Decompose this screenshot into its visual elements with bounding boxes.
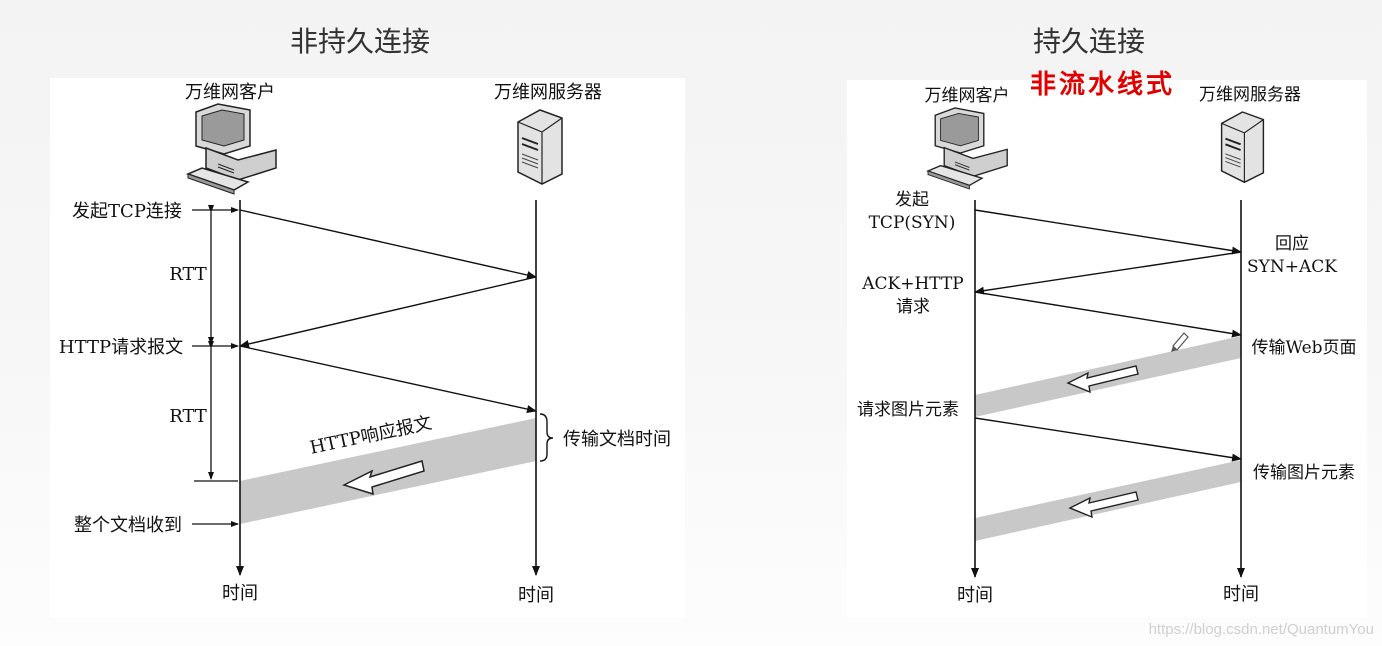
http-request-label: HTTP请求报文 [59,337,183,358]
syn-label-line2: TCP(SYN) [869,213,956,233]
pencil-icon [1171,332,1189,352]
client-computer-icon [927,107,1008,190]
rtt2-label: RTT [169,406,207,427]
non-pipelined-annotation: 非流水线式 [1030,70,1176,100]
left-client-label: 万维网客户 [185,82,275,103]
tcp-connect-label: 发起TCP连接 [72,201,182,222]
rtt1-label: RTT [169,264,207,285]
tcp-synack-arrow [239,276,537,348]
server-icon [1220,111,1265,184]
image-direction-arrow-icon [1068,491,1139,519]
synack-arrow [974,251,1242,295]
document-received-label: 整个文档收到 [74,515,182,536]
synack-label-line1: 回应 [1275,234,1309,254]
image-request-arrow [974,417,1242,462]
ack-http-label-line2: 请求 [896,297,930,317]
client-time-label: 时间 [222,583,258,604]
syn-label-line1: 发起 [895,190,929,210]
server-time-label: 时间 [1223,584,1259,605]
ack-http-arrow [974,291,1242,338]
left-title: 非持久连接 [290,25,431,58]
left-server-label: 万维网服务器 [494,82,602,103]
left-panel [50,78,685,618]
right-server-label: 万维网服务器 [1199,85,1301,105]
client-time-label: 时间 [957,585,993,606]
response-direction-arrow-icon [341,460,425,496]
transfer-brace [539,413,554,462]
right-diagram: 万维网客户 万维网服务器 发起 TCP(SYN) 回应 SYN+ACK ACK+… [857,85,1357,606]
image-request-label: 请求图片元素 [857,400,959,420]
right-title: 持久连接 [1033,25,1146,58]
syn-arrow [974,209,1242,255]
client-computer-icon [187,103,277,195]
transfer-time-label: 传输文档时间 [563,429,671,450]
ack-http-label-line1: ACK+HTTP [861,274,964,294]
watermark: https://blog.csdn.net/QuantumYou [1148,621,1374,638]
synack-label-line2: SYN+ACK [1247,257,1337,277]
web-direction-arrow-icon [1066,365,1139,394]
server-time-label: 时间 [518,585,554,606]
http-request-arrow [239,345,537,413]
image-transfer-label: 传输图片元素 [1253,463,1355,483]
web-page-label: 传输Web页面 [1251,338,1356,358]
left-diagram: 万维网客户 万维网服务器 发起TCP连接 RTT HTTP请求报文 RTT HT… [59,82,671,606]
right-client-label: 万维网客户 [925,86,1010,106]
server-icon [517,109,563,185]
tcp-syn-arrow [239,209,537,279]
